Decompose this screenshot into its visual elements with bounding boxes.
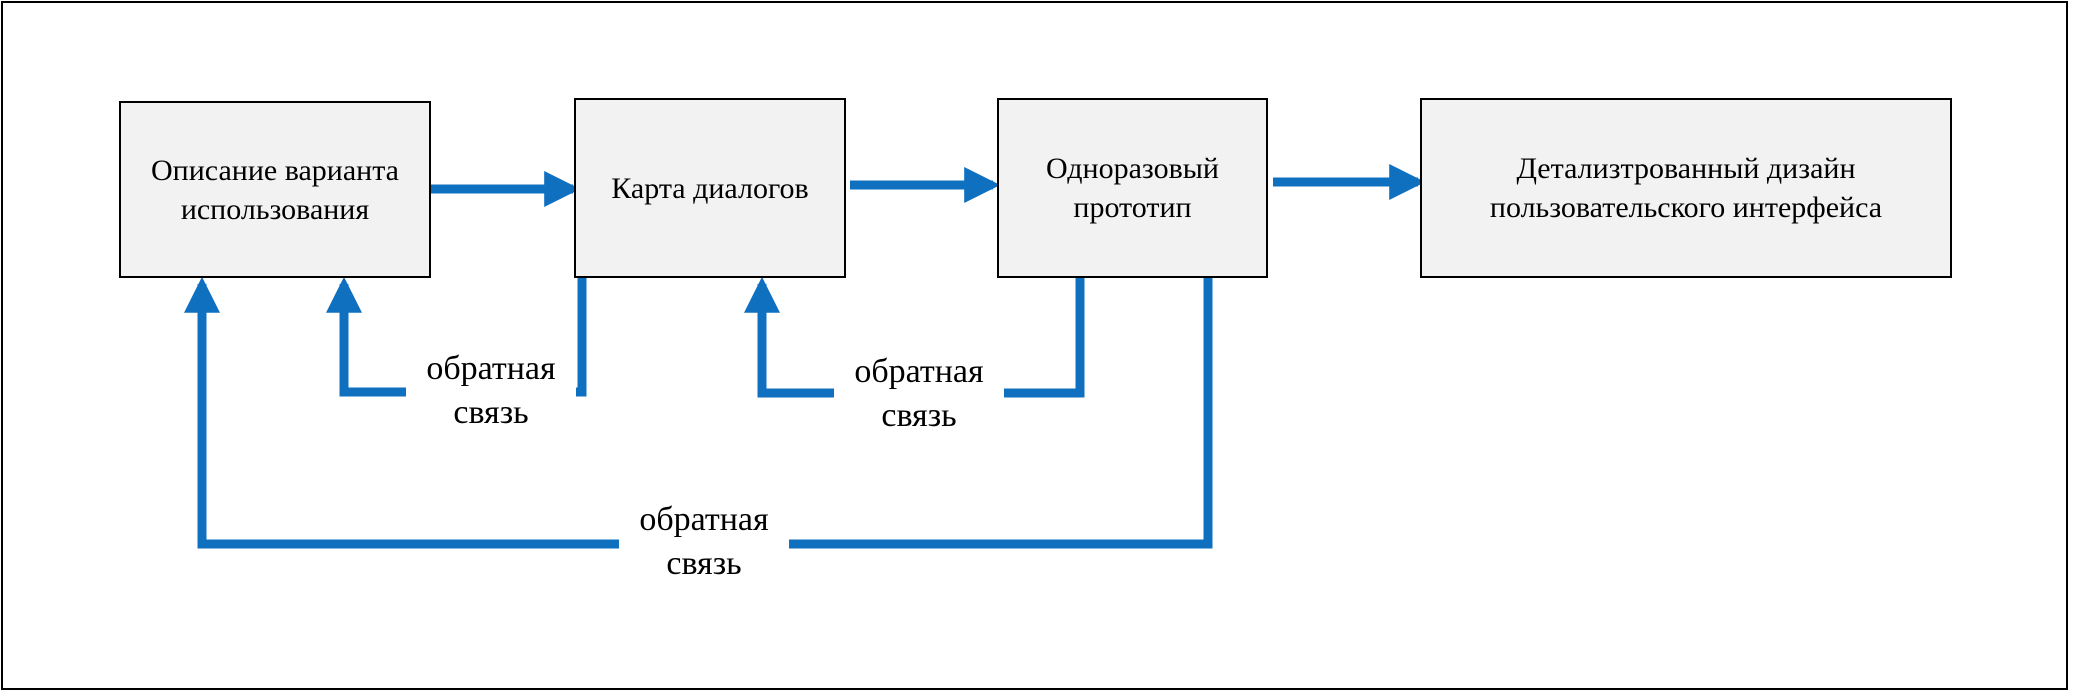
- feedback-label-prototype-to-map: обратная связь: [834, 350, 1004, 439]
- box-dialog-map-label: Карта диалогов: [611, 171, 809, 205]
- box-prototype-label: Одноразовый прототип: [1046, 152, 1219, 224]
- feedback-label-map-to-use-case: обратная связь: [406, 347, 576, 436]
- box-dialog-map: Карта диалогов: [574, 98, 846, 278]
- box-detailed-ui-design: Детализтрованный дизайн пользовательског…: [1420, 98, 1952, 278]
- box-use-case-description: Описание варианта использования: [119, 101, 431, 278]
- box-throwaway-prototype: Одноразовый прототип: [997, 98, 1268, 278]
- feedback-label-prototype-to-use-case: обратная связь: [619, 498, 789, 587]
- box-detailed-design-label: Детализтрованный дизайн пользовательског…: [1489, 152, 1883, 224]
- box-use-case-label: Описание варианта использования: [151, 153, 399, 226]
